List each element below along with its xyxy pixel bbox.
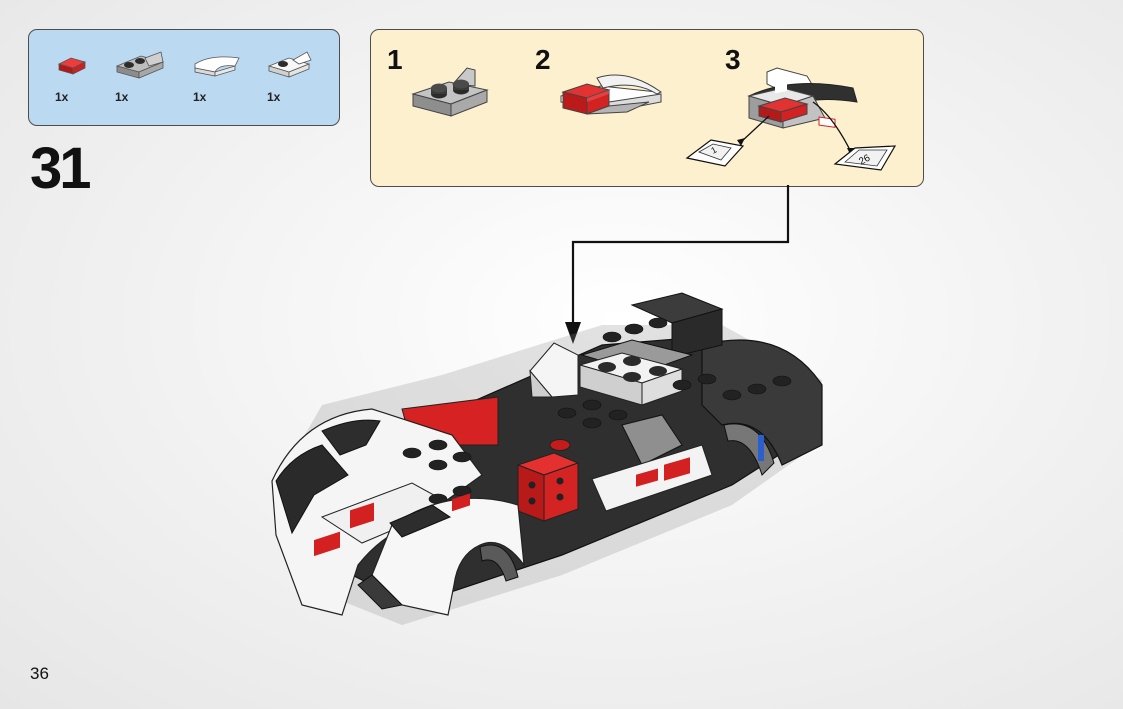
part-qty: 1x	[193, 90, 207, 104]
step-number: 31	[30, 136, 91, 201]
sticker-number-1: 1	[709, 145, 718, 156]
part-white-bracket: 1x	[267, 50, 327, 120]
red-tile-icon	[57, 57, 87, 75]
part-qty: 1x	[55, 90, 69, 104]
part-red-tile: 1x	[55, 50, 115, 120]
part-gray-plate: 1x	[115, 50, 175, 120]
substep-2-label: 2	[535, 44, 551, 75]
substep-1-illustration	[411, 67, 489, 117]
page-number: 36	[30, 664, 49, 683]
sticker-number-26: 26	[857, 153, 872, 168]
subassembly-callout: 1 2 3	[370, 29, 924, 187]
substep-1-label: 1	[387, 44, 403, 75]
part-qty: 1x	[115, 90, 129, 104]
sticker-callout-1: 1	[685, 139, 745, 167]
substep-3-illustration: 1 26	[685, 67, 897, 171]
parts-list-box: 1x 1x 1x 1x	[28, 29, 340, 126]
part-white-slope: 1x	[193, 50, 253, 120]
white-bracket-icon	[267, 51, 312, 78]
substep-2-illustration	[560, 74, 662, 115]
sticker-callout-26: 26	[833, 145, 897, 171]
gray-plate-icon	[115, 51, 165, 79]
white-slope-icon	[194, 56, 240, 77]
callout-arrow	[565, 185, 790, 344]
substep-3-label: 3	[725, 44, 741, 75]
car-model-illustration	[271, 292, 823, 625]
arrow-head-icon	[565, 322, 581, 344]
part-qty: 1x	[267, 90, 281, 104]
